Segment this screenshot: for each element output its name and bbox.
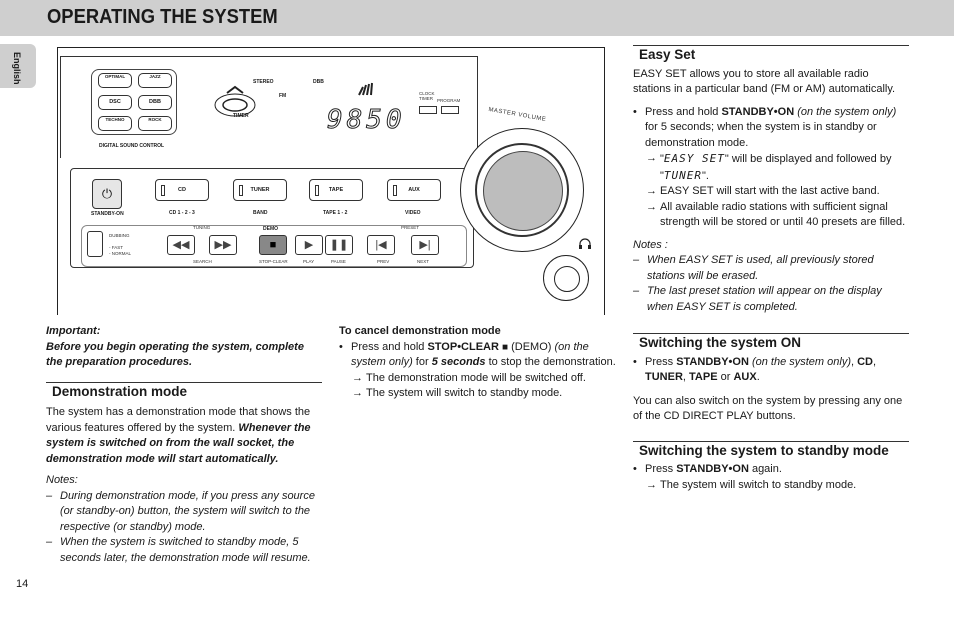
demo-notes-label: Notes:: [46, 474, 78, 486]
prev-label: PREV: [377, 259, 390, 264]
cancel-demo-step: Press and hold STOP•CLEAR ■ (DEMO) (on t…: [339, 340, 617, 371]
dsc-label: DIGITAL SOUND CONTROL: [99, 143, 165, 149]
next-button: ▶|: [411, 235, 439, 255]
pause-button: ❚❚: [325, 235, 353, 255]
source-tape-button: TAPE: [309, 179, 363, 201]
standby-heading: Switching the system to standby mode: [633, 440, 909, 459]
clock-timer-button: [419, 106, 437, 114]
disc-display-icon: [214, 85, 256, 117]
cancel-demo-heading: To cancel demonstration mode: [339, 325, 501, 337]
left-column: Important: Before you begin operating th…: [46, 324, 322, 566]
program-button: [441, 106, 459, 114]
master-volume-knob: [460, 128, 584, 252]
standby-on-label: STANDBY-ON: [91, 211, 124, 217]
search-label: SEARCH: [193, 259, 212, 264]
clock-timer-label: CLOCK TIMER: [419, 91, 435, 101]
switch-on-paragraph: You can also switch on the system by pre…: [633, 394, 903, 423]
preset-label: PRESET: [401, 225, 420, 230]
dubbing-normal: - NORMAL: [109, 251, 132, 256]
easy-set-result-3: →All available radio stations with suffi…: [646, 200, 906, 229]
easy-set-heading: Easy Set: [633, 45, 909, 63]
important-heading: Important:: [46, 325, 101, 337]
stop-clear-button: ■: [259, 235, 287, 255]
standby-on-button: ⏻: [92, 179, 122, 209]
dsc-jazz-button: JAZZ: [138, 73, 172, 88]
signal-strength-icon: [358, 82, 373, 96]
switch-on-step: Press STANDBY•ON (on the system only), C…: [633, 355, 909, 386]
easy-set-step: Press and hold STANDBY•ON (on the system…: [633, 105, 909, 152]
device-control-panel: ⏻ STANDBY-ON CD CD 1 - 2 - 3 TUNER BAND …: [70, 168, 474, 268]
demo-label: DEMO: [263, 226, 278, 232]
standby-result: →The system will switch to standby mode.: [646, 478, 857, 491]
device-top-panel: OPTIMAL JAZZ DSC DBB TECHNO ROCK DIGITAL…: [60, 56, 478, 158]
language-tab-label: English: [12, 52, 22, 85]
tuning-up-button: ▶▶: [209, 235, 237, 255]
device-illustration: OPTIMAL JAZZ DSC DBB TECHNO ROCK DIGITAL…: [57, 47, 605, 315]
dubbing-label: DUBBING: [109, 233, 130, 238]
language-tab: English: [0, 44, 36, 88]
tuning-label: TUNING: [193, 225, 211, 230]
transport-group: [81, 225, 467, 267]
dsc-rock-button: ROCK: [138, 116, 172, 131]
middle-column: To cancel demonstration mode Press and h…: [339, 324, 617, 402]
demo-note-2: When the system is switched to standby m…: [46, 535, 322, 566]
header-bar: [0, 0, 954, 36]
cancel-demo-result-2: →The system will switch to standby mode.: [352, 387, 563, 399]
next-label: NEXT: [417, 259, 430, 264]
dubbing-switch: [87, 231, 103, 257]
source-tuner-sub: BAND: [253, 210, 268, 216]
demo-mode-heading: Demonstration mode: [46, 381, 322, 400]
easy-set-result-1: →"EASY SET" will be displayed and follow…: [646, 152, 892, 182]
dsc-techno-button: TECHNO: [98, 116, 132, 131]
dbb-button: DBB: [138, 95, 172, 110]
standby-step: Press STANDBY•ON again.: [633, 462, 909, 478]
right-column: Easy Set EASY SET allows you to store al…: [633, 45, 909, 493]
stop-clear-label: STOP-CLEAR: [259, 259, 288, 264]
tuning-down-button: ◀◀: [167, 235, 195, 255]
dubbing-fast: - FAST: [109, 245, 124, 250]
easy-set-note-1: When EASY SET is used, all previously st…: [633, 253, 909, 284]
source-aux-button: AUX: [387, 179, 441, 201]
switch-on-heading: Switching the system ON: [633, 333, 909, 351]
demo-note-1: During demonstration mode, if you press …: [46, 489, 322, 536]
page-title: OPERATING THE SYSTEM: [47, 6, 278, 28]
dsc-button: DSC: [98, 95, 132, 110]
easy-set-note-2: The last preset station will appear on t…: [633, 284, 909, 315]
source-cd-button: CD: [155, 179, 209, 201]
easy-set-notes-label: Notes :: [633, 238, 668, 251]
display-frequency: 9850: [327, 105, 406, 136]
dsc-optimal-button: OPTIMAL: [98, 73, 132, 88]
headphones-icon: [579, 238, 591, 249]
display-dbb: DBB: [313, 79, 324, 85]
pause-label: PAUSE: [331, 259, 346, 264]
display-timer: TIMER: [233, 113, 249, 119]
source-cd-sub: CD 1 - 2 - 3: [169, 210, 195, 216]
headphone-jack: [543, 255, 589, 301]
source-tape-sub: TAPE 1 - 2: [323, 210, 348, 216]
program-label: PROGRAM: [437, 98, 461, 103]
prev-button: |◀: [367, 235, 395, 255]
easy-set-paragraph: EASY SET allows you to store all availab…: [633, 67, 896, 96]
important-body: Before you begin operating the system, c…: [46, 340, 304, 369]
master-volume-label: MASTER VOLUME: [487, 106, 547, 124]
page-number: 14: [16, 578, 29, 590]
demo-paragraph: The system has a demonstration mode that…: [46, 406, 311, 465]
display-stereo: STEREO: [253, 79, 274, 85]
play-button: ▶: [295, 235, 323, 255]
display-fm: FM: [279, 93, 287, 99]
cancel-demo-result-1: →The demonstration mode will be switched…: [352, 371, 586, 384]
source-aux-sub: VIDEO: [405, 210, 421, 216]
play-label: PLAY: [303, 259, 315, 264]
dsc-control-box: OPTIMAL JAZZ DSC DBB TECHNO ROCK: [91, 69, 177, 135]
source-tuner-button: TUNER: [233, 179, 287, 201]
easy-set-result-2: →EASY SET will start with the last activ…: [646, 185, 880, 197]
